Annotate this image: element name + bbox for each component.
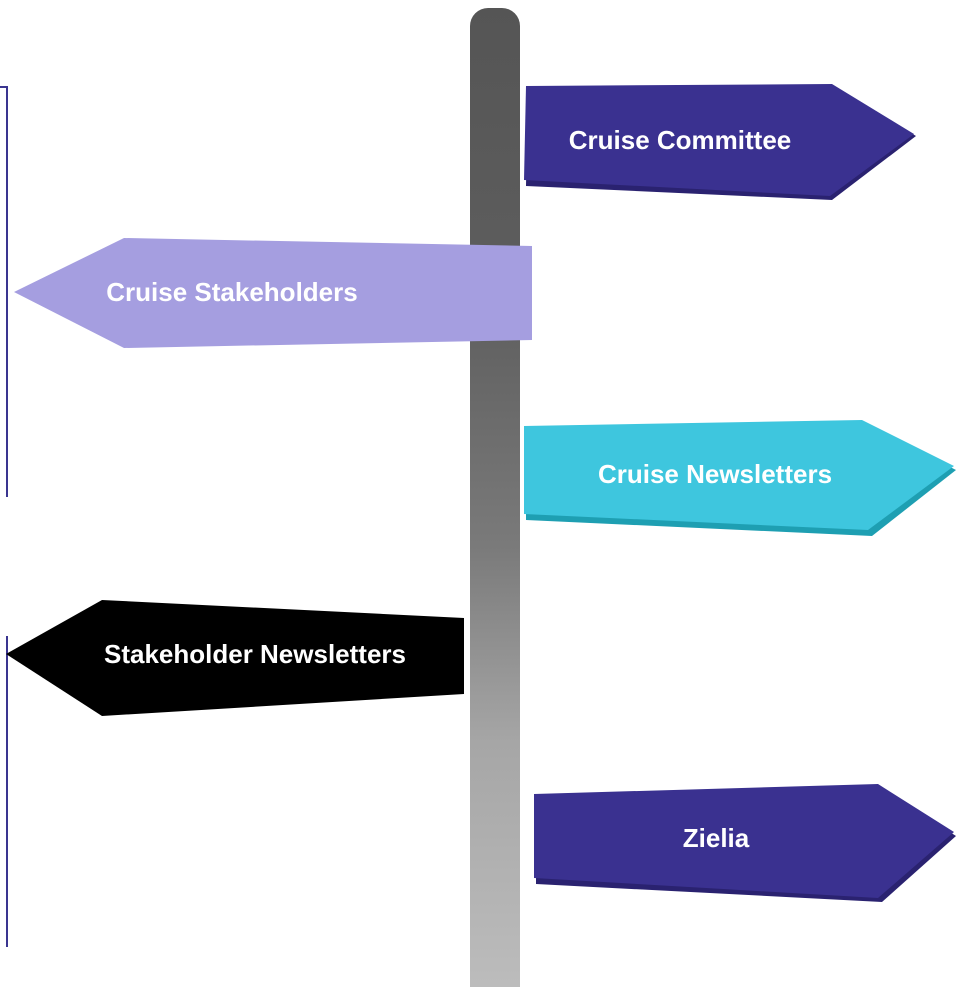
sign-zielia: Zielia xyxy=(526,784,959,906)
sign-4-arrow xyxy=(6,600,464,716)
sign-label: Stakeholder Newsletters xyxy=(103,638,406,669)
sign-cruise-newsletters: Cruise Newsletters xyxy=(522,420,959,540)
sign-stakeholder-newsletters: Stakeholder Newsletters xyxy=(4,598,466,720)
sign-label: Cruise Committee xyxy=(568,124,792,155)
frame-line xyxy=(0,86,7,88)
sign-5-arrow xyxy=(534,784,954,898)
frame-line xyxy=(6,636,8,947)
sign-label: Cruise Newsletters xyxy=(597,458,833,489)
frame-line xyxy=(6,86,8,497)
sign-3-arrow xyxy=(524,420,954,530)
sign-arrow-shape xyxy=(524,420,956,536)
signpost-pole xyxy=(470,8,520,987)
sign-cruise-committee: Cruise Committee xyxy=(520,84,920,204)
sign-2-arrow xyxy=(14,238,532,348)
sign-arrow-shape xyxy=(6,600,464,716)
sign-arrow-shape xyxy=(14,238,532,348)
sign-arrow-shape xyxy=(534,784,956,902)
sign-cruise-stakeholders: Cruise Stakeholders xyxy=(12,236,534,352)
sign-1-arrow xyxy=(524,84,914,196)
sign-label: Cruise Stakeholders xyxy=(106,276,358,307)
sign-label: Zielia xyxy=(682,822,750,853)
sign-arrow-shape xyxy=(524,84,916,200)
